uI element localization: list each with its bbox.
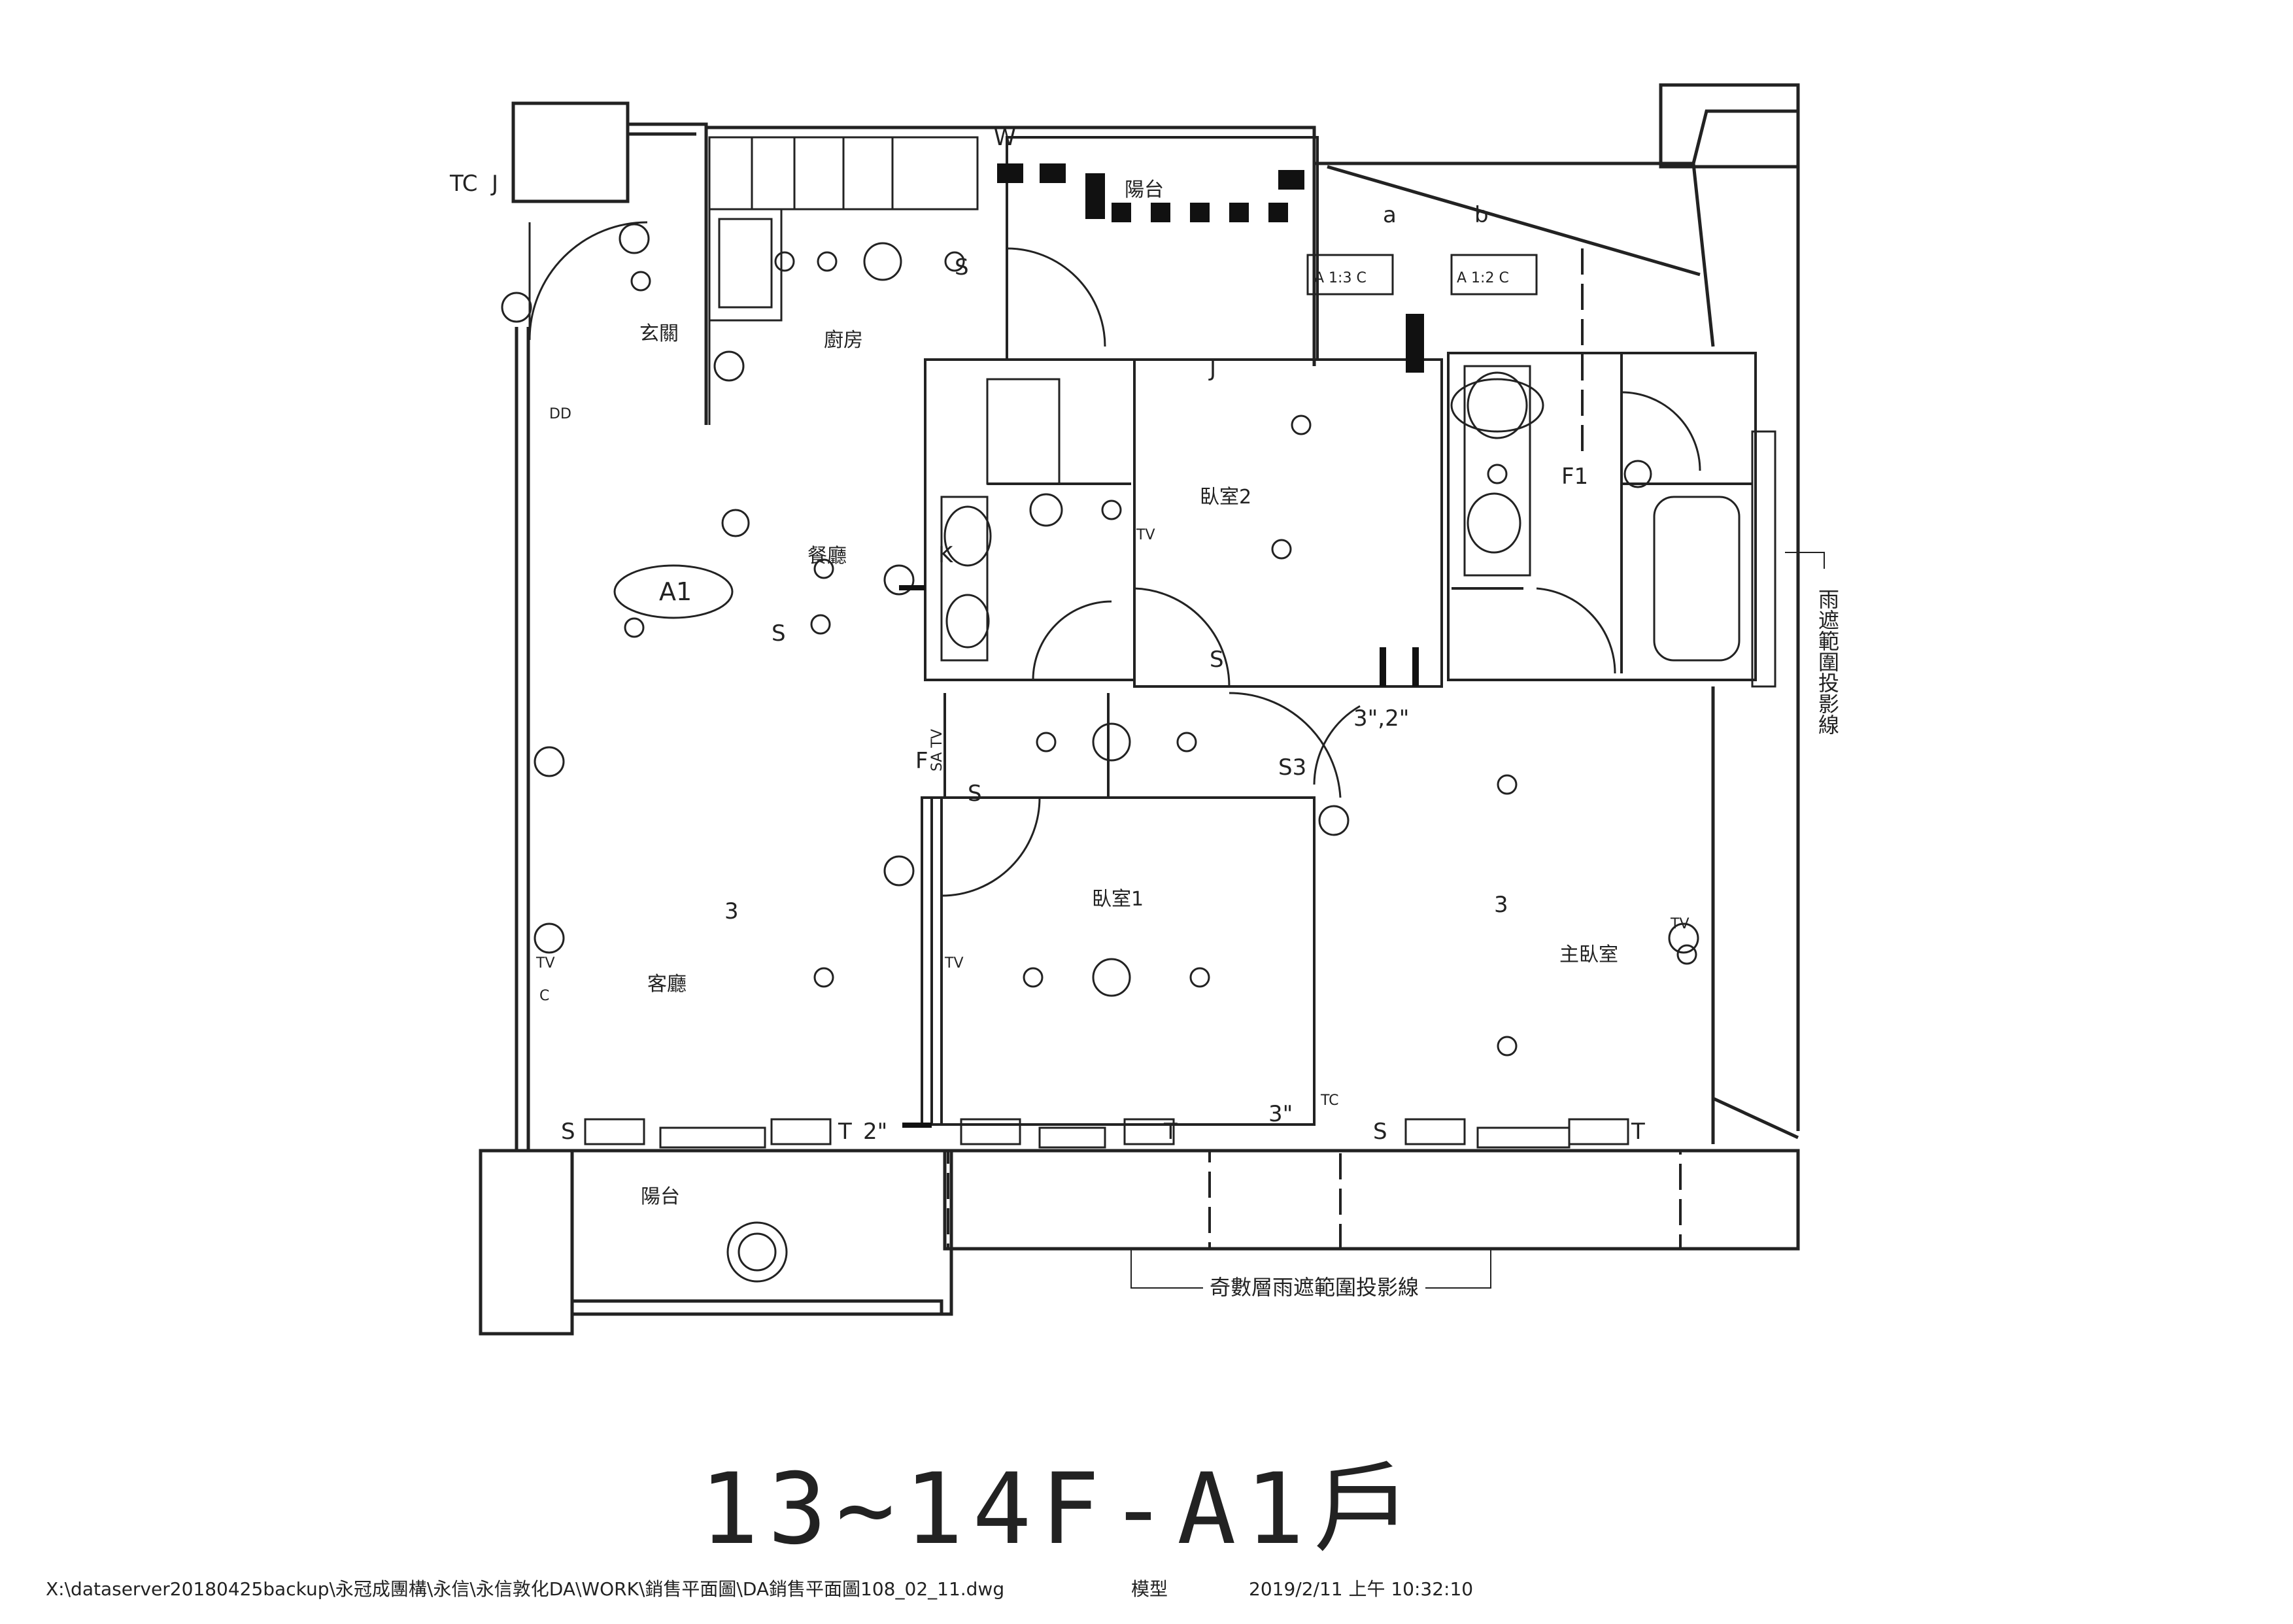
note-rain-cover-vertical: 雨遮範圍投影線 [1815, 588, 1840, 735]
room-label-service-balcony: 陽台 [1125, 178, 1164, 201]
door-swings [528, 221, 1701, 897]
symbol-tv-bedroom1: TV [944, 955, 964, 972]
drawing-title: 13~14F-A1戶 [700, 1453, 1421, 1566]
kitchen-counter [708, 136, 979, 425]
room-label-bedroom1: 臥室1 [1092, 888, 1144, 911]
room-label-entrance: 玄關 [639, 322, 679, 345]
symbol-f: F [915, 748, 928, 774]
unit-tag-oval [613, 564, 734, 619]
room-label-master: 主臥室 [1559, 943, 1618, 966]
symbol-s-window-2: S [1373, 1119, 1387, 1145]
mark-3: 3" [1268, 1101, 1293, 1127]
symbol-tv-living: TV [535, 955, 555, 972]
symbol-t-window: T [838, 1119, 852, 1145]
symbol-s-bedroom2: S [1210, 647, 1224, 673]
symbol-j: J [490, 171, 498, 197]
room-label-living: 客廳 [647, 973, 687, 996]
leader-lines [1130, 552, 1825, 1289]
roof-column [1659, 83, 1800, 169]
symbol-s3: S3 [1278, 754, 1306, 781]
symbol-t-window-3: T [1631, 1119, 1645, 1145]
number-3-living: 3 [724, 898, 739, 924]
ceiling-lights [619, 223, 1697, 1057]
symbol-w: W [994, 125, 1016, 151]
ac-ratio-12: A 1:2 C [1457, 270, 1509, 286]
symbol-tc-bedroom1: TC [1320, 1092, 1339, 1109]
windows [582, 254, 1776, 1152]
solid-wall-marks [899, 163, 1424, 1128]
symbol-s: S [772, 620, 786, 647]
note-rain-cover-odd: 奇數層雨遮範圍投影線 [1210, 1275, 1419, 1300]
ac-label-a: a [1383, 202, 1397, 228]
room-label-bedroom2: 臥室2 [1200, 486, 1251, 509]
symbol-sa-tv: SA TV [929, 729, 945, 771]
symbol-t-window-2: T [1163, 1119, 1178, 1145]
ac-label-b: b [1474, 202, 1489, 228]
wall-switches [501, 292, 1699, 954]
symbol-tv-bedroom2: TV [1136, 527, 1155, 543]
number-3-master: 3 [1494, 892, 1508, 918]
entry-column [511, 101, 630, 203]
symbol-s-hall: S [968, 781, 982, 807]
mark-2: 2" [863, 1119, 887, 1145]
plot-timestamp: 2019/2/11 上午 10:32:10 [1249, 1578, 1473, 1600]
unit-tag: A1 [659, 577, 692, 606]
symbol-s-window: S [561, 1119, 575, 1145]
symbol-s-kitchen: S [955, 254, 969, 280]
symbol-k: K [938, 542, 954, 568]
room-label-dining: 餐廳 [807, 545, 847, 567]
file-path: X:\dataserver20180425backup\永冠成團構\永信\永信敦… [46, 1578, 1004, 1600]
symbol-tv-master: TV [1670, 916, 1690, 932]
bath-fixtures [726, 365, 1741, 1283]
room-label-kitchen: 廚房 [824, 329, 863, 352]
rain-cover-projection [947, 248, 1682, 1250]
balcony-column [479, 1149, 574, 1336]
ac-ratio-13: A 1:3 C [1314, 270, 1367, 286]
room-label-front-balcony: 陽台 [641, 1185, 680, 1208]
mark-3-2: 3",2" [1353, 705, 1409, 732]
symbol-dd: DD [549, 406, 571, 422]
symbol-c-living: C [539, 988, 549, 1004]
symbol-j-bedroom2: J [1208, 356, 1216, 382]
symbol-f1: F1 [1561, 464, 1588, 490]
layout-name: 模型 [1131, 1578, 1168, 1600]
symbol-tc: TC [449, 171, 478, 197]
